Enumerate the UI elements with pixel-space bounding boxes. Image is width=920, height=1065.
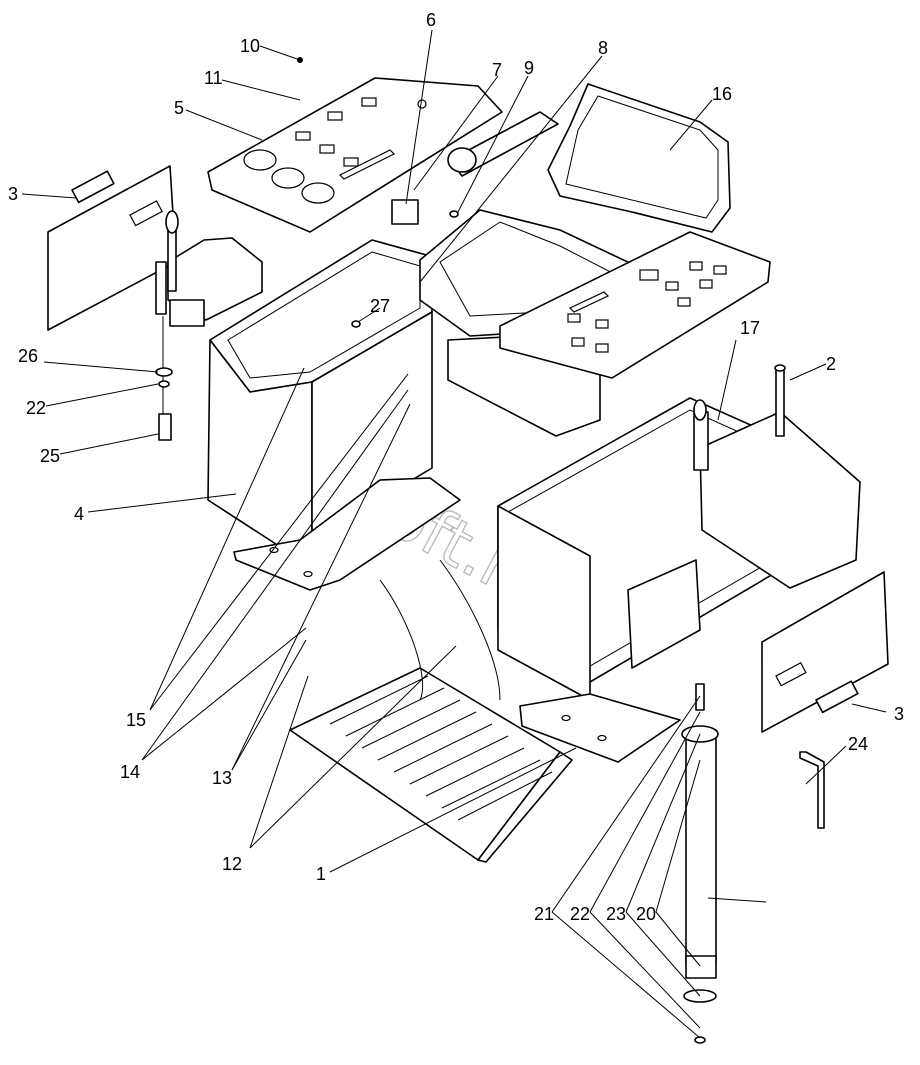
top-cover-plate — [207, 77, 503, 233]
callout-5: 5 — [174, 98, 184, 118]
left-storage-box — [207, 239, 461, 591]
callout-11: 11 — [204, 68, 223, 88]
callout-26: 26 — [18, 346, 38, 366]
callout-9: 9 — [524, 58, 534, 78]
callout-3-left: 3 — [8, 184, 18, 204]
bolt-2 — [774, 364, 786, 437]
operator-seat — [419, 83, 771, 437]
leader-lines — [21, 29, 887, 1039]
callout-21: 21 — [534, 904, 554, 924]
callout-1: 1 — [316, 864, 326, 884]
callout-2: 2 — [826, 354, 836, 374]
callout-23: 23 — [606, 904, 626, 924]
callout-3-right: 3 — [894, 704, 904, 724]
step-platform — [289, 559, 573, 863]
callout-13: 13 — [212, 768, 232, 788]
left-lever-assembly — [155, 210, 263, 441]
callout-25: 25 — [40, 446, 60, 466]
callout-15: 15 — [126, 710, 146, 730]
callout-4: 4 — [74, 504, 84, 524]
callout-12: 12 — [222, 854, 242, 874]
callout-10: 10 — [240, 36, 260, 56]
right-storage-box — [497, 397, 861, 763]
callout-24: 24 — [848, 734, 868, 754]
callout-6: 6 — [426, 10, 436, 30]
callout-7: 7 — [492, 60, 502, 80]
callout-8: 8 — [598, 38, 608, 58]
callout-16: 16 — [712, 84, 732, 104]
callout-22-right: 22 — [570, 904, 590, 924]
callout-labels: 10 11 5 6 7 9 8 16 3 27 17 2 26 22 25 4 … — [8, 10, 904, 924]
callout-14: 14 — [120, 762, 140, 782]
callout-17: 17 — [740, 318, 760, 338]
pin-24 — [799, 751, 825, 829]
right-side-panel — [761, 571, 889, 733]
callout-20: 20 — [636, 904, 656, 924]
small-hardware — [297, 57, 459, 328]
callout-22-left: 22 — [26, 398, 46, 418]
support-jack — [681, 683, 719, 1044]
callout-27: 27 — [370, 296, 390, 316]
